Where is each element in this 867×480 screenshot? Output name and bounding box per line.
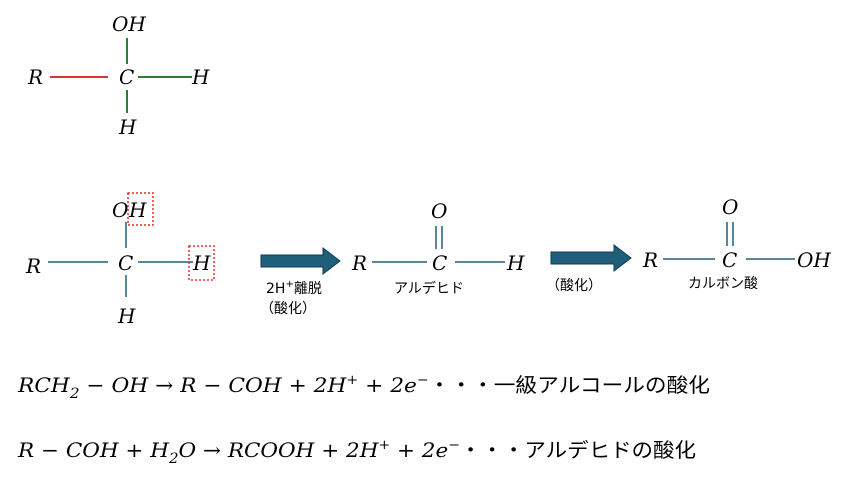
atom-c: C bbox=[118, 251, 133, 275]
carboxylic-acid-label: カルボン酸 bbox=[688, 276, 758, 292]
highlight-box-alpha-h bbox=[188, 245, 215, 281]
atom-c: C bbox=[119, 65, 134, 89]
reaction-arrow-2: （酸化） bbox=[546, 243, 632, 294]
atom-oh: OH bbox=[797, 248, 831, 272]
arrow-2-label: （酸化） bbox=[546, 278, 602, 294]
atom-c: C bbox=[432, 251, 447, 275]
atom-r: R bbox=[27, 65, 43, 89]
reaction-arrow-1: 2H+離脱 （酸化） bbox=[260, 246, 341, 317]
atom-c: C bbox=[722, 248, 737, 272]
atom-o: O bbox=[722, 195, 738, 219]
carboxylic-acid-structure: R C OH O カルボン酸 bbox=[642, 195, 831, 292]
atom-r: R bbox=[642, 248, 658, 272]
top-structure: OH R C H H bbox=[27, 12, 210, 139]
atom-h-hydroxyl: H bbox=[128, 198, 147, 222]
atom-h-bottom: H bbox=[118, 115, 137, 139]
atom-oh: OH bbox=[112, 12, 146, 36]
atom-h-right: H bbox=[192, 251, 211, 275]
atom-r: R bbox=[351, 251, 367, 275]
highlight-box-hydroxyl-h bbox=[127, 192, 154, 226]
arrow-1-label-line2: （酸化） bbox=[260, 301, 316, 317]
atom-r: R bbox=[25, 254, 41, 278]
block-arrow bbox=[260, 246, 341, 276]
block-arrow bbox=[550, 243, 632, 273]
atom-o: O bbox=[431, 199, 447, 223]
aldehyde-structure: R C H O アルデヒド bbox=[351, 199, 525, 297]
arrow-1-label-line1: 2H+離脱 bbox=[266, 279, 322, 297]
atom-h-bottom: H bbox=[117, 304, 136, 328]
atom-o: O bbox=[112, 198, 128, 222]
aldehyde-label: アルデヒド bbox=[394, 280, 464, 297]
atom-h-right: H bbox=[191, 65, 210, 89]
alcohol-structure: O H R C H H bbox=[25, 192, 215, 328]
atom-h: H bbox=[506, 251, 525, 275]
